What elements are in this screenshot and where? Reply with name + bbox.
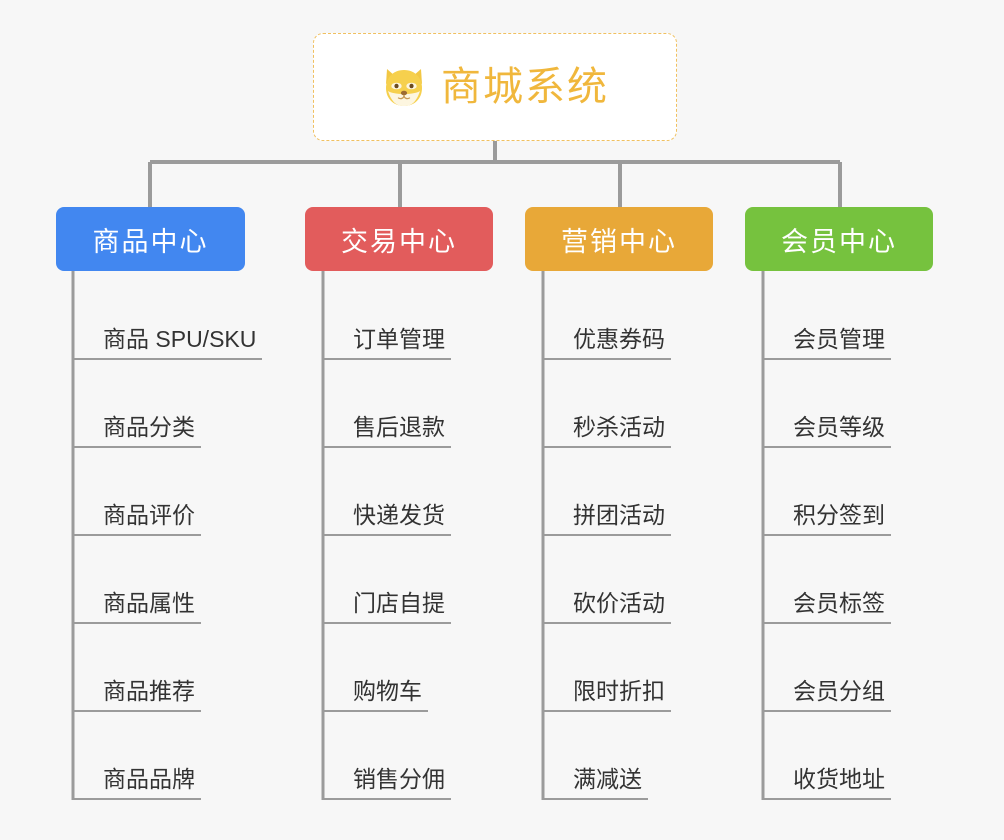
leaf-item-label: 会员标签 bbox=[763, 590, 891, 624]
category-box-1[interactable]: 商品中心 bbox=[56, 207, 245, 271]
leaf-item-label: 订单管理 bbox=[323, 326, 451, 360]
leaf-item-label: 商品属性 bbox=[73, 590, 201, 624]
leaf-item[interactable]: 商品属性 bbox=[73, 536, 201, 624]
category-box-4[interactable]: 会员中心 bbox=[745, 207, 933, 271]
leaf-item-label: 收货地址 bbox=[763, 766, 891, 800]
leaf-item-label: 会员管理 bbox=[763, 326, 891, 360]
leaf-item[interactable]: 商品推荐 bbox=[73, 624, 201, 712]
leaf-item[interactable]: 会员等级 bbox=[763, 360, 891, 448]
leaf-item[interactable]: 销售分佣 bbox=[323, 712, 451, 800]
leaf-item-label: 秒杀活动 bbox=[543, 414, 671, 448]
leaf-item[interactable]: 购物车 bbox=[323, 624, 428, 712]
leaf-item[interactable]: 满减送 bbox=[543, 712, 648, 800]
leaf-item-label: 积分签到 bbox=[763, 502, 891, 536]
root-title: 商城系统 bbox=[441, 65, 609, 109]
leaf-item[interactable]: 售后退款 bbox=[323, 360, 451, 448]
leaf-item-label: 销售分佣 bbox=[323, 766, 451, 800]
leaf-item[interactable]: 优惠券码 bbox=[543, 272, 671, 360]
shiba-dog-icon bbox=[381, 65, 427, 109]
leaf-item[interactable]: 快递发货 bbox=[323, 448, 451, 536]
leaf-item[interactable]: 会员分组 bbox=[763, 624, 891, 712]
category-label: 营销中心 bbox=[561, 226, 677, 257]
leaf-item-label: 商品分类 bbox=[73, 414, 201, 448]
leaf-item-label: 门店自提 bbox=[323, 590, 451, 624]
leaf-item[interactable]: 商品 SPU/SKU bbox=[73, 272, 263, 360]
category-label: 交易中心 bbox=[341, 226, 457, 257]
leaf-item-label: 拼团活动 bbox=[543, 502, 671, 536]
leaf-item[interactable]: 订单管理 bbox=[323, 272, 451, 360]
leaf-item[interactable]: 积分签到 bbox=[763, 448, 891, 536]
leaf-item-label: 砍价活动 bbox=[543, 590, 671, 624]
category-label: 商品中心 bbox=[92, 226, 209, 257]
leaf-item-label: 会员分组 bbox=[763, 678, 891, 712]
leaf-item[interactable]: 会员标签 bbox=[763, 536, 891, 624]
leaf-item-label: 会员等级 bbox=[763, 414, 891, 448]
leaf-item[interactable]: 商品品牌 bbox=[73, 712, 201, 800]
leaf-item[interactable]: 限时折扣 bbox=[543, 624, 671, 712]
leaf-item-label: 购物车 bbox=[323, 678, 428, 712]
leaf-item-label: 售后退款 bbox=[323, 414, 451, 448]
leaf-item[interactable]: 商品分类 bbox=[73, 360, 201, 448]
category-box-2[interactable]: 交易中心 bbox=[305, 207, 493, 271]
category-label: 会员中心 bbox=[781, 226, 897, 257]
leaf-item[interactable]: 商品评价 bbox=[73, 448, 201, 536]
leaf-item[interactable]: 砍价活动 bbox=[543, 536, 671, 624]
leaf-item[interactable]: 拼团活动 bbox=[543, 448, 671, 536]
leaf-item[interactable]: 收货地址 bbox=[763, 712, 891, 800]
leaf-item[interactable]: 秒杀活动 bbox=[543, 360, 671, 448]
root-node[interactable]: 商城系统 bbox=[313, 33, 677, 141]
leaf-item-label: 限时折扣 bbox=[543, 678, 671, 712]
leaf-item-label: 快递发货 bbox=[323, 502, 451, 536]
leaf-item-label: 商品评价 bbox=[73, 502, 201, 536]
category-box-3[interactable]: 营销中心 bbox=[525, 207, 713, 271]
leaf-item-label: 满减送 bbox=[543, 766, 648, 800]
leaf-item-label: 优惠券码 bbox=[543, 326, 671, 360]
leaf-item-label: 商品品牌 bbox=[73, 766, 201, 800]
leaf-item[interactable]: 会员管理 bbox=[763, 272, 891, 360]
leaf-item[interactable]: 门店自提 bbox=[323, 536, 451, 624]
leaf-item-label: 商品推荐 bbox=[73, 678, 201, 712]
leaf-item-label: 商品 SPU/SKU bbox=[73, 326, 263, 360]
